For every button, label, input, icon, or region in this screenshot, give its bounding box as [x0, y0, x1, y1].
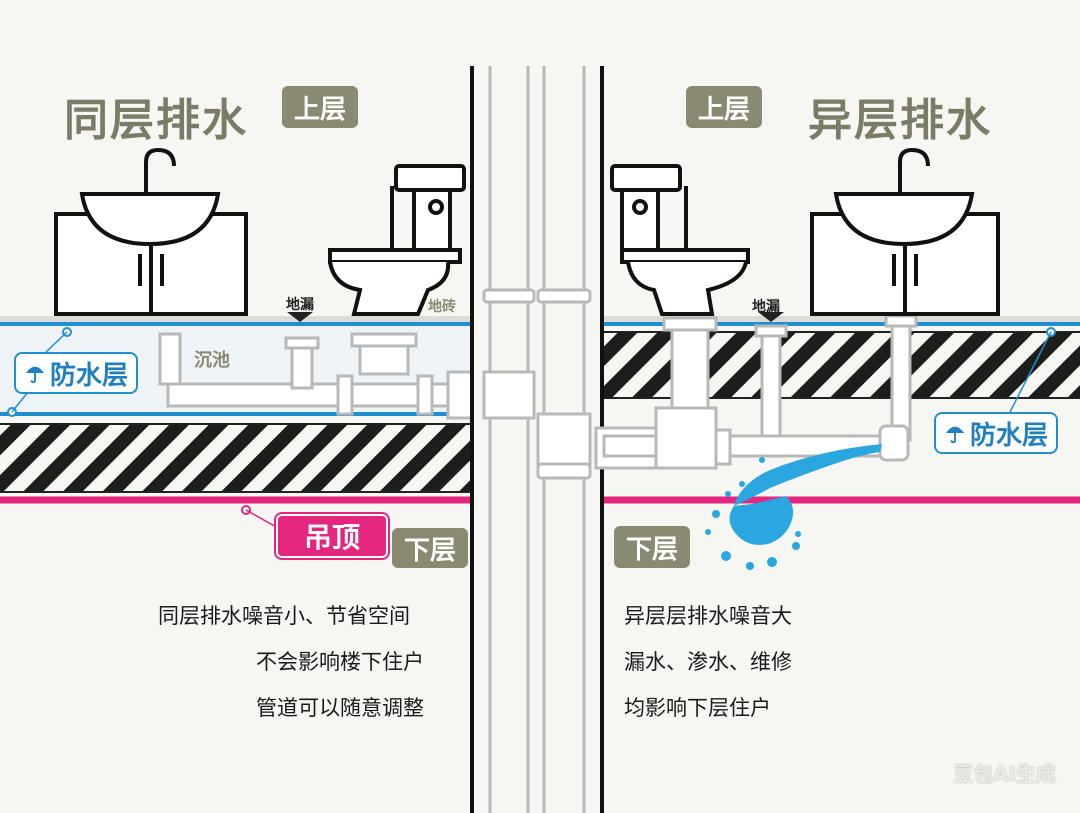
center-riser-pipe	[470, 66, 604, 813]
right-desc-line-2: 漏水、渗水、维修	[624, 650, 792, 674]
right-desc-line-3: 均影响下层住户	[624, 696, 771, 720]
watermark: 豆包AI生成	[953, 762, 1056, 786]
right-toilet-icon	[610, 164, 750, 316]
left-waterproof-label: 防水层	[50, 360, 129, 391]
left-desc-line-2: 不会影响楼下住户	[256, 650, 424, 674]
water-leak-icon	[705, 444, 882, 570]
right-waterproof-label: 防水层	[970, 420, 1049, 451]
right-desc-line-1: 异层层排水噪音大	[624, 604, 792, 628]
right-waterproof-badge: 防水层	[934, 412, 1059, 454]
left-upper-badge: 上层	[282, 86, 358, 128]
umbrella-icon	[945, 426, 965, 444]
right-upper-badge: 上层	[686, 86, 762, 128]
right-lower-badge: 下层	[614, 526, 690, 568]
umbrella-icon	[25, 366, 45, 384]
right-sink-icon	[810, 147, 1000, 316]
left-sunken-pit-label: 沉池	[194, 350, 230, 371]
left-lower-badge: 下层	[392, 528, 468, 568]
right-floor-drain-icon	[758, 312, 784, 322]
left-desc-line-3: 管道可以随意调整	[256, 696, 424, 720]
left-toilet-icon	[328, 164, 466, 316]
left-desc-line-1: 同层排水噪音小、节省空间	[158, 604, 410, 628]
left-waterproof-badge: 防水层	[14, 352, 139, 394]
right-floor-drain-label: 地漏	[752, 299, 780, 315]
ceiling-badge: 吊顶	[276, 514, 388, 558]
left-pipes	[158, 332, 474, 420]
left-sink-icon	[54, 147, 248, 316]
right-pipes	[594, 314, 918, 470]
left-floor-tile-label: 地砖	[428, 299, 456, 315]
left-floor-drain-label: 地漏	[286, 297, 314, 313]
right-title: 异层排水	[808, 95, 992, 146]
left-title: 同层排水	[64, 95, 248, 146]
left-floor-drain-icon	[287, 312, 313, 322]
